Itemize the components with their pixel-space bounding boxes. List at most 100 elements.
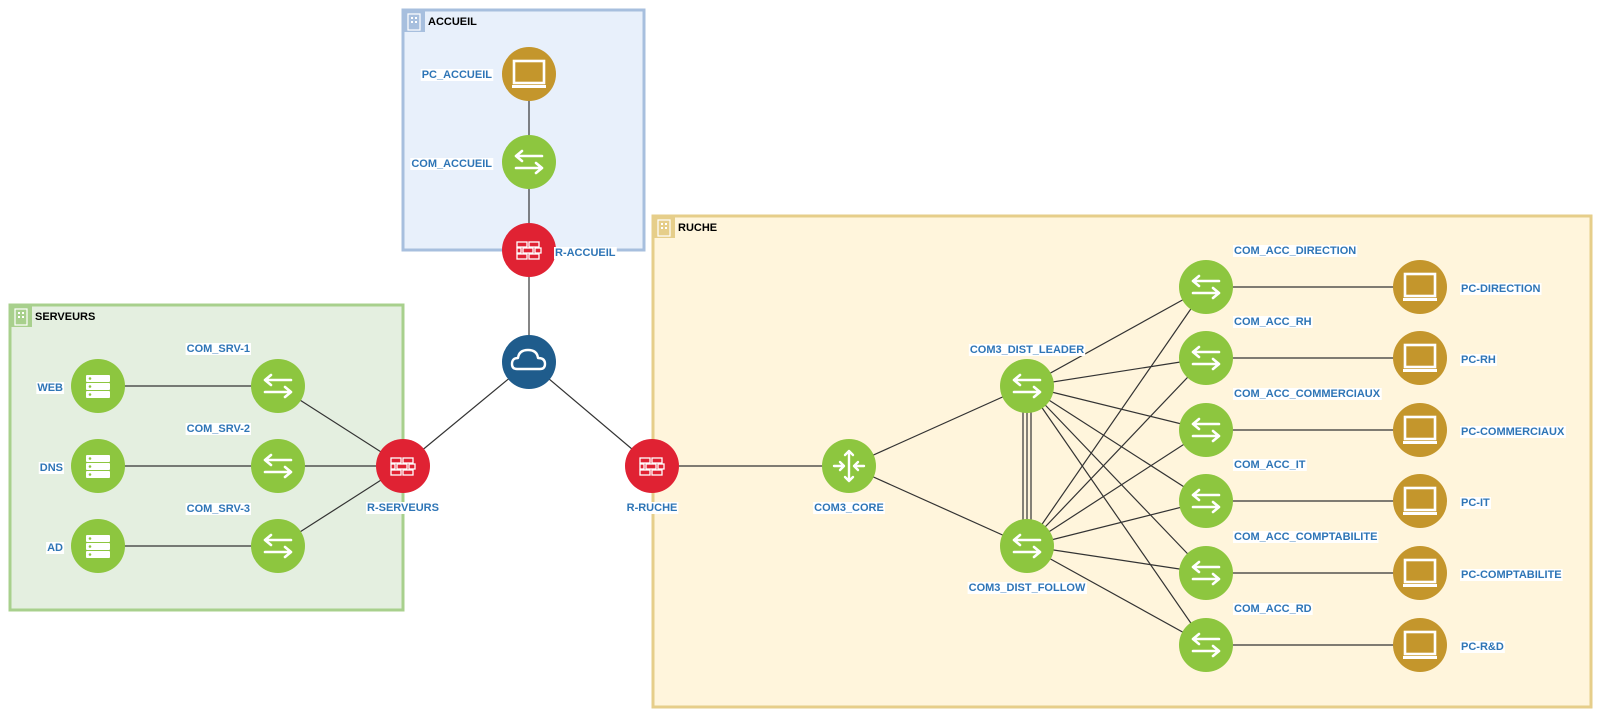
link-com3_dist_follow-com_acc_direction — [1026, 286, 1207, 547]
label-com-acc-direction: COM_ACC_DIRECTION — [1234, 245, 1356, 257]
label-bg — [813, 502, 885, 514]
node-com-srv-2[interactable] — [251, 439, 305, 493]
group-accueil: ACCUEIL — [401, 8, 646, 252]
building-icon — [653, 216, 675, 238]
label-r-serveurs: R-SERVEURS — [367, 502, 439, 514]
label-com3-dist-leader: COM3_DIST_LEADER — [970, 344, 1084, 356]
label-bg — [420, 69, 494, 81]
link-com3_dist_follow-com_acc_commerciaux — [1026, 429, 1207, 547]
label-com-srv-1: COM_SRV-1 — [187, 343, 250, 355]
label-bg — [1233, 531, 1379, 543]
label-com3-dist-follow: COM3_DIST_FOLLOW — [969, 582, 1086, 594]
link-com3_dist_follow-com_acc_it — [1026, 500, 1207, 547]
switch-arrows-icon — [263, 453, 293, 479]
link-com3_core-com3_dist_follow — [848, 465, 1028, 547]
label-com-acc-rh: COM_ACC_RH — [1234, 316, 1312, 328]
building-icon — [10, 305, 32, 327]
group-title-accueil: ACCUEIL — [428, 16, 477, 28]
label-bg — [36, 382, 65, 394]
node-com-acc-commerciaux[interactable] — [1179, 403, 1233, 457]
label-pc-rh: PC-RH — [1461, 354, 1496, 366]
node-pc-accueil[interactable] — [502, 47, 556, 101]
label-dns: DNS — [40, 462, 63, 474]
node-com-acc-rd[interactable] — [1179, 618, 1233, 672]
node-pc-it[interactable] — [1393, 474, 1447, 528]
monitor-icon — [1403, 630, 1437, 659]
label-bg — [967, 582, 1087, 594]
server-icon — [86, 375, 110, 398]
label-r-ruche: R-RUCHE — [627, 502, 678, 514]
link-com3_dist_leader-com_acc_commerciaux — [1026, 385, 1207, 431]
node-r-ruche[interactable] — [625, 439, 679, 493]
label-bg — [1460, 354, 1497, 366]
label-com-acc-rd: COM_ACC_RD — [1234, 603, 1312, 615]
monitor-icon — [1403, 343, 1437, 372]
node-com-acc-comptabilite[interactable] — [1179, 546, 1233, 600]
node-com-accueil[interactable] — [502, 135, 556, 189]
labels-layer: PC_ACCUEILCOM_ACCUEILR-ACCUEILR-SERVEURS… — [36, 69, 1566, 653]
node-com-srv-3[interactable] — [251, 519, 305, 573]
node-com-acc-rh[interactable] — [1179, 331, 1233, 385]
node-r-accueil[interactable] — [502, 223, 556, 277]
node-com3-dist-leader[interactable] — [1000, 359, 1054, 413]
label-bg — [1233, 316, 1313, 328]
firewall-icon — [516, 241, 542, 260]
node-r-serveurs[interactable] — [376, 439, 430, 493]
monitor-icon — [512, 59, 546, 88]
link-cloud-r_serveurs — [402, 361, 530, 467]
node-web[interactable] — [71, 359, 125, 413]
label-pc-comptabilite: PC-COMPTABILITE — [1461, 569, 1562, 581]
label-bg — [1233, 388, 1382, 400]
nodes-layer — [71, 47, 1447, 672]
monitor-icon — [1403, 415, 1437, 444]
node-pc-comptabilite[interactable] — [1393, 546, 1447, 600]
switch-arrows-icon — [263, 533, 293, 559]
link-com3_dist_leader-com_acc_direction — [1026, 286, 1207, 387]
group-title-serveurs: SERVEURS — [35, 311, 95, 323]
node-com-acc-it[interactable] — [1179, 474, 1233, 528]
label-com-srv-2: COM_SRV-2 — [187, 423, 250, 435]
label-bg — [366, 502, 440, 514]
link-com3_dist_follow-com_acc_rh — [1026, 357, 1207, 547]
switch-arrows-icon — [514, 149, 544, 175]
switch-arrows-icon — [1191, 274, 1221, 300]
label-com-acc-it: COM_ACC_IT — [1234, 459, 1306, 471]
node-pc-rd[interactable] — [1393, 618, 1447, 672]
label-bg — [410, 158, 494, 170]
node-cloud[interactable] — [502, 335, 556, 389]
link-com3_core-com3_dist_leader — [848, 385, 1028, 467]
label-bg — [968, 344, 1086, 356]
label-bg — [38, 462, 64, 474]
node-ad[interactable] — [71, 519, 125, 573]
node-com-acc-direction[interactable] — [1179, 260, 1233, 314]
server-icon — [86, 455, 110, 478]
monitor-icon — [1403, 558, 1437, 587]
group-title-ruche: RUCHE — [678, 222, 717, 234]
node-pc-direction[interactable] — [1393, 260, 1447, 314]
switch-arrows-icon — [1191, 345, 1221, 371]
building-icon — [403, 10, 425, 32]
node-com-srv-1[interactable] — [251, 359, 305, 413]
label-bg — [554, 247, 617, 259]
label-pc-it: PC-IT — [1461, 497, 1490, 509]
core-switch-icon — [832, 449, 866, 483]
switch-arrows-icon — [1191, 488, 1221, 514]
node-pc-commerciaux[interactable] — [1393, 403, 1447, 457]
node-com3-core[interactable] — [822, 439, 876, 493]
link-com3_dist_leader-com_acc_it — [1026, 385, 1207, 502]
node-dns[interactable] — [71, 439, 125, 493]
label-com-acc-commerciaux: COM_ACC_COMMERCIAUX — [1234, 388, 1381, 400]
label-bg — [185, 343, 251, 355]
cloud-icon — [510, 348, 547, 371]
label-bg — [1460, 283, 1542, 295]
switch-arrows-icon — [1012, 533, 1042, 559]
label-bg — [185, 423, 251, 435]
switch-arrows-icon — [1012, 373, 1042, 399]
node-pc-rh[interactable] — [1393, 331, 1447, 385]
link-com3_dist_leader-com_acc_comptabilite — [1026, 385, 1207, 574]
node-com3-dist-follow[interactable] — [1000, 519, 1054, 573]
switch-arrows-icon — [263, 373, 293, 399]
label-pc-commerciaux: PC-COMMERCIAUX — [1461, 426, 1565, 438]
link-com3_dist_follow-com_acc_rd — [1026, 545, 1207, 646]
